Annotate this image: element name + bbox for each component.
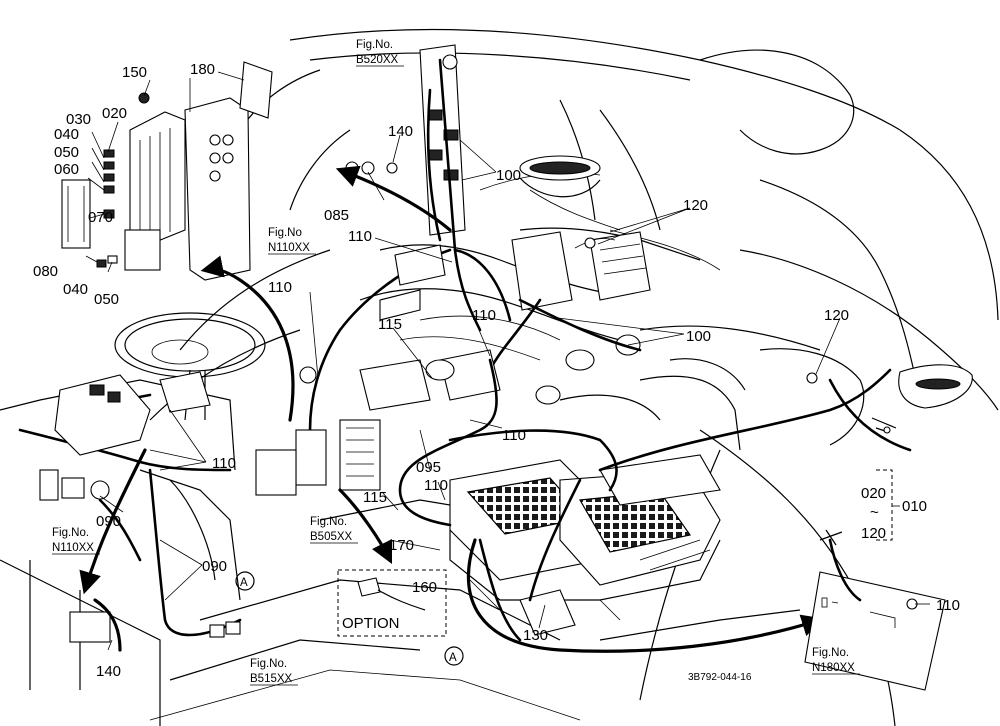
range-bracket-box (876, 469, 900, 541)
center-console-cluster (255, 244, 641, 496)
fig-n110-left-label: Fig.No. (52, 527, 89, 539)
part-label-150: 150 (122, 64, 147, 81)
part-label-100-a: 100 (496, 167, 521, 184)
part-label-140-upper: 140 (388, 123, 413, 140)
part-label-085: 085 (324, 207, 349, 224)
part-label-110-g: 110 (936, 597, 960, 614)
part-label-090-b: 090 (202, 558, 227, 575)
part-label-050: 050 (54, 144, 79, 161)
fig-n180-label: Fig.No. (812, 647, 849, 659)
fig-b505-code: B505XX (310, 531, 353, 543)
part-number-labels: 150 180 020 030 040 050 060 070 080 040 … (33, 61, 960, 680)
fig-b515-label: Fig.No. (250, 658, 287, 670)
left-harness-cluster (18, 371, 242, 652)
marker-a-1-label: A (240, 577, 248, 589)
range-tilde: ~ (870, 504, 879, 521)
part-label-140-lower: 140 (96, 663, 121, 680)
part-label-110-e: 110 (502, 427, 526, 444)
hvac-unit-grid (449, 454, 721, 636)
option-label: OPTION (342, 615, 400, 632)
marker-a-1: A (235, 571, 255, 591)
part-label-040: 040 (54, 126, 79, 143)
part-label-110-b: 110 (268, 279, 292, 296)
fig-n110-top-code: N110XX (268, 242, 310, 254)
leader-lines (85, 71, 930, 651)
part-label-110-c: 110 (472, 307, 496, 324)
fig-b515-code: B515XX (250, 673, 293, 685)
main-harness-route (398, 237, 973, 682)
fig-b505-label: Fig.No. (310, 516, 347, 528)
part-label-020-range: 020 (861, 485, 886, 502)
part-label-180: 180 (190, 61, 215, 78)
part-label-020: 020 (102, 105, 127, 122)
part-label-130: 130 (523, 627, 548, 644)
part-label-110-f: 110 (424, 477, 448, 494)
part-label-160: 160 (412, 579, 437, 596)
fig-n110-left-code: N110XX (52, 542, 94, 554)
fig-n110-top-label: Fig.No (268, 227, 302, 239)
part-label-100-b: 100 (686, 328, 711, 345)
part-label-040-lower: 040 (63, 281, 88, 298)
part-label-120-a: 120 (683, 197, 708, 214)
part-label-110-d: 110 (212, 455, 236, 472)
part-label-110-a: 110 (348, 228, 372, 245)
figure-reference-labels: Fig.No. B520XX Fig.No N110XX Fig.No. B50… (52, 39, 860, 686)
inset-n180-panel (804, 529, 946, 691)
part-label-030: 030 (66, 111, 91, 128)
part-label-115-a: 115 (378, 316, 402, 333)
part-label-120-b: 120 (824, 307, 849, 324)
part-label-080: 080 (33, 263, 58, 280)
option-box: OPTION (337, 569, 447, 637)
fig-b520-code: B520XX (356, 54, 399, 66)
part-label-095: 095 (416, 459, 441, 476)
part-label-090-a: 090 (96, 513, 121, 530)
part-label-070: 070 (88, 209, 113, 226)
part-label-120-range: 120 (861, 525, 886, 542)
part-label-010: 010 (902, 498, 927, 515)
part-label-060: 060 (54, 161, 79, 178)
fig-n180-code: N180XX (812, 662, 855, 674)
fuse-relay-box-cluster (61, 61, 273, 281)
marker-a-2: A (444, 646, 464, 666)
part-label-115-b: 115 (363, 489, 387, 506)
drawing-code: 3B792-044-16 (688, 672, 752, 683)
part-label-050-lower: 050 (94, 291, 119, 308)
part-label-170: 170 (389, 537, 414, 554)
marker-a-2-label: A (449, 652, 457, 664)
fig-b520-label: Fig.No. (356, 39, 393, 51)
reference-arrows (79, 165, 825, 653)
